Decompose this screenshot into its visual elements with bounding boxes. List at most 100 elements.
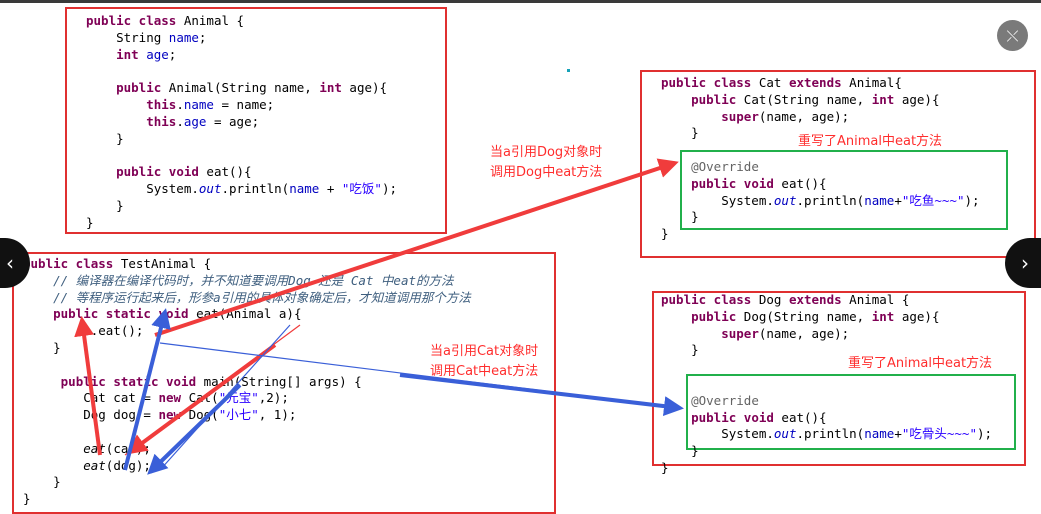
code-token: Animal{ (849, 75, 902, 90)
window-top-bar (0, 0, 1041, 3)
code-line: } (661, 209, 699, 224)
code-token: extends (788, 75, 850, 90)
code-token (23, 458, 83, 473)
code-token: public (691, 91, 744, 107)
code-token: public (116, 80, 169, 96)
code-token: // 编译器在编译代码时，并不知道要调用Dog 还是 Cat 中eat的方法 (53, 272, 454, 288)
code-token: ); (964, 192, 980, 208)
code-line: public static void eat(Animal a){ (23, 306, 301, 321)
code-token: public class (661, 292, 759, 307)
code-token: name (289, 180, 320, 196)
dog-class-code: public class Dog extends Animal { public… (661, 292, 992, 477)
code-line: // 编译器在编译代码时，并不知道要调用Dog 还是 Cat 中eat的方法 (23, 272, 454, 288)
code-token: + (894, 426, 902, 442)
code-line: public class Animal { (86, 13, 244, 28)
code-line: } (86, 131, 124, 146)
code-line: int age; (86, 47, 176, 62)
code-token (661, 326, 721, 341)
code-token: System. (661, 192, 774, 208)
code-token: System. (661, 426, 774, 442)
code-line: // 等程序运行起来后，形参a引用的具体对象确定后，才知道调用那个方法 (23, 290, 471, 305)
code-token (86, 80, 116, 95)
code-token: Animal { (849, 292, 910, 307)
code-token: main(String[] args) { (203, 373, 362, 389)
code-token: Cat cat = (23, 390, 159, 406)
cat-reference-note-line1: 当a引用Cat对象时 (430, 344, 539, 359)
code-token: name (183, 96, 214, 112)
code-line: @Override (661, 393, 759, 408)
code-token: = age; (206, 113, 260, 129)
code-line: this.age = age; (86, 114, 259, 129)
code-token (86, 114, 146, 129)
code-line: Cat cat = new Cat("元宝",2); (23, 390, 289, 405)
test-animal-class-code: public class TestAnimal { // 编译器在编译代码时，并… (23, 256, 471, 508)
code-token: . (176, 113, 184, 129)
code-line: } (23, 491, 31, 506)
code-token: name (168, 29, 199, 45)
code-token: int (871, 91, 902, 107)
code-token: .println( (796, 426, 865, 442)
code-token: public static void (53, 306, 197, 322)
code-token (23, 374, 61, 389)
code-line: a.eat(); (23, 323, 143, 338)
code-line: } (23, 474, 61, 489)
code-token: int (319, 80, 350, 96)
code-token: out (773, 192, 797, 208)
code-token (661, 410, 691, 425)
code-token: name (864, 192, 895, 208)
code-line: System.out.println(name+"吃骨头~~~"); (661, 426, 992, 441)
code-token: (dog); (105, 457, 151, 473)
code-token: } (661, 209, 699, 225)
code-token: ); (381, 180, 398, 196)
next-image-button[interactable]: › (1005, 238, 1041, 288)
code-line: } (661, 226, 669, 241)
code-line: public Cat(String name, int age){ (661, 92, 939, 107)
code-line: super(name, age); (661, 326, 849, 341)
code-token: public static void (60, 373, 204, 389)
code-token: (name, age); (758, 108, 850, 124)
code-token: public class (661, 75, 759, 90)
code-token: // 等程序运行起来后，形参a引用的具体对象确定后，才知道调用那个方法 (53, 289, 471, 305)
code-token: @Override (691, 158, 759, 174)
code-token: Animal { (183, 13, 245, 28)
code-token: } (23, 339, 61, 355)
code-token: extends (788, 292, 850, 307)
code-token: public void (691, 409, 782, 425)
code-token: "元宝" (218, 390, 259, 406)
code-token: public void (116, 164, 207, 180)
code-token: ); (976, 426, 993, 442)
code-token: eat(){ (206, 164, 252, 180)
code-token: age){ (901, 308, 940, 324)
code-token: } (661, 342, 699, 358)
code-token: super (721, 108, 759, 124)
code-token: } (86, 197, 124, 213)
code-token: ; (198, 29, 207, 45)
code-token: Animal(String name, (168, 80, 320, 96)
code-token: TestAnimal { (120, 256, 212, 271)
code-token: out (198, 180, 222, 196)
code-token: eat(){ (781, 175, 827, 191)
code-token: "小七" (218, 407, 259, 423)
code-token (661, 176, 691, 191)
code-line: } (86, 215, 94, 230)
code-token: public class (86, 13, 184, 28)
code-token (86, 97, 146, 112)
code-line: eat(dog); (23, 458, 151, 473)
code-token: Dog( (188, 407, 219, 423)
code-token (661, 159, 691, 174)
code-token (661, 393, 691, 408)
code-token: System. (86, 180, 199, 196)
code-token: } (23, 474, 61, 490)
code-line: public void eat(){ (661, 409, 826, 425)
code-token: ; (168, 46, 177, 62)
close-viewer-icon[interactable]: ⤬ (997, 20, 1028, 51)
code-line: @Override (661, 159, 759, 174)
code-token (86, 164, 116, 179)
code-token (661, 309, 691, 324)
code-token: "吃骨头~~~" (901, 426, 977, 442)
code-token: out (773, 426, 797, 442)
code-token: new (158, 407, 189, 423)
code-token: age){ (349, 80, 388, 96)
code-token: + (319, 180, 342, 196)
code-line: eat(cat); (23, 441, 151, 456)
